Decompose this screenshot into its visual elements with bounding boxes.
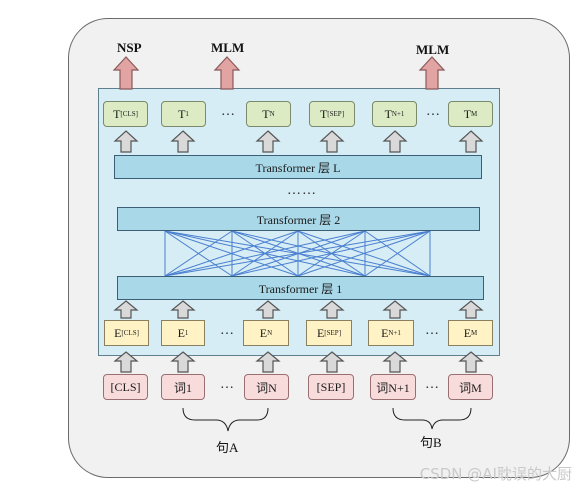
arrow-output-to-layer-1 — [170, 130, 196, 153]
attention-edge-4-2 — [297, 230, 431, 277]
mlm-label-2: MLM — [416, 42, 450, 57]
head-arrow-mlm-2 — [418, 56, 446, 90]
arrow-embedding-to-layer-1 — [170, 300, 196, 319]
input-ellipsis-1: … — [220, 377, 235, 392]
attention-edge-2-0 — [164, 230, 299, 277]
arrow-embedding-to-layer-0 — [113, 300, 139, 319]
arrow-embedding-to-layer-2 — [255, 300, 281, 319]
sentence-b-brace — [392, 407, 472, 430]
embedding-ellipsis-1: … — [220, 323, 235, 338]
nsp-label: NSP — [117, 40, 142, 55]
attention-edge-4-0 — [164, 230, 431, 277]
input-token-n1: 词N+1 — [370, 374, 416, 400]
input-ellipsis-2: … — [425, 377, 440, 392]
arrow-input-to-embedding-4 — [382, 351, 408, 373]
transformer-layer-2: Transformer 层 2 — [117, 207, 480, 231]
arrow-input-to-embedding-2 — [255, 351, 281, 373]
arrow-input-to-embedding-0 — [113, 351, 139, 373]
arrow-embedding-to-layer-3 — [319, 300, 345, 319]
sentence-a-label: 句A — [216, 440, 239, 455]
output-token-sep: T[SEP] — [309, 101, 355, 127]
transformer-layer-l: Transformer 层 L — [114, 155, 482, 179]
attention-edge-4-3 — [364, 230, 431, 277]
arrow-input-to-embedding-5 — [458, 351, 484, 373]
head-arrow-mlm-1 — [213, 56, 241, 90]
arrow-output-to-layer-3 — [319, 130, 345, 153]
arrow-input-to-embedding-3 — [319, 351, 345, 373]
attention-edge-4-1 — [231, 230, 431, 277]
sentence-b-label: 句B — [420, 435, 442, 450]
arrow-embedding-to-layer-4 — [382, 300, 408, 319]
mlm-label-1: MLM — [211, 40, 245, 55]
output-ellipsis-1: … — [221, 104, 236, 119]
attention-edge-1-0 — [164, 230, 233, 277]
arrow-output-to-layer-0 — [113, 130, 139, 153]
input-token-sep: [SEP] — [308, 374, 354, 400]
transformer-layer-1: Transformer 层 1 — [117, 276, 484, 300]
arrow-input-to-embedding-1 — [170, 351, 196, 373]
input-token-m: 词M — [448, 374, 493, 400]
output-token-cls: T[CLS] — [103, 101, 148, 127]
output-ellipsis-2: … — [426, 104, 441, 119]
arrow-output-to-layer-2 — [255, 130, 281, 153]
arrow-output-to-layer-4 — [382, 130, 408, 153]
embedding-cls: E[CLS] — [104, 320, 149, 346]
embedding-sep: E[SEP] — [306, 320, 352, 346]
layer-ellipsis: …… — [287, 183, 317, 198]
embedding-ellipsis-2: … — [425, 323, 440, 338]
input-token-cls: [CLS] — [103, 374, 148, 400]
sentence-a-brace — [182, 407, 269, 432]
arrow-output-to-layer-5 — [458, 130, 484, 153]
watermark: CSDN @AI耽误的大厨 — [419, 465, 572, 483]
head-arrow-nsp — [112, 56, 140, 90]
input-token-1: 词1 — [161, 374, 205, 400]
attention-edge-3-0 — [164, 230, 366, 277]
input-token-n: 词N — [244, 374, 289, 400]
arrow-embedding-to-layer-5 — [458, 300, 484, 319]
